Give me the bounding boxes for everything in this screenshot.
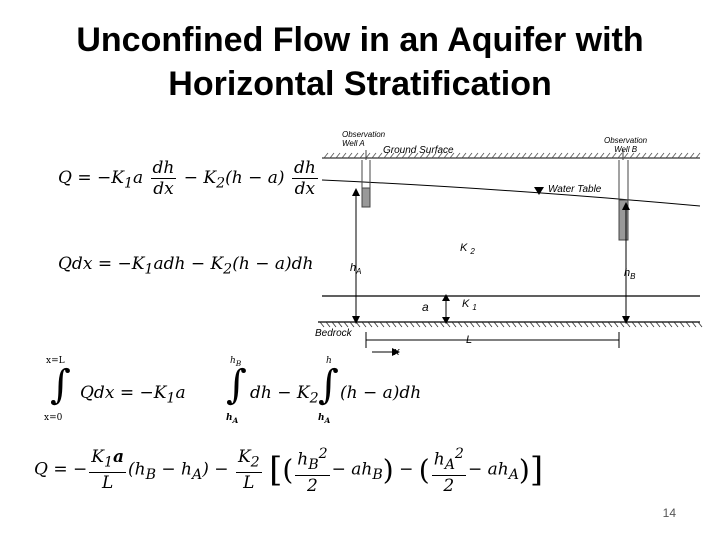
equation-3: x=L ∫ x=0 Qdx = −K1a hB ∫ hA dh − K2 h ∫… <box>44 356 422 425</box>
ha-label: hA <box>350 262 362 277</box>
ha-dimension-line <box>352 188 360 324</box>
title-line-2: Horizontal Stratification <box>168 65 552 103</box>
bedrock-hatch <box>319 321 703 328</box>
title-line-1: Unconfined Flow in an Aquifer with <box>76 21 644 59</box>
observation-well-b <box>618 150 629 241</box>
x-label: x <box>394 346 400 358</box>
slide-title: Unconfined Flow in an Aquifer with Horiz… <box>0 18 720 106</box>
k2-label: K 2 <box>460 242 475 257</box>
hb-label: hB <box>624 267 636 282</box>
page-number: 14 <box>662 506 676 520</box>
water-table-label: Water Table <box>548 184 602 195</box>
ground-surface-label: Ground Surface <box>383 145 454 156</box>
a-label: a <box>422 300 429 314</box>
observation-well-a <box>361 150 371 208</box>
hb-dimension-line <box>622 202 630 324</box>
equation-2: Qdx = −K1adh − K2(h − a)dh <box>58 254 314 278</box>
k1-label: K 1 <box>462 298 477 313</box>
ground-surface-hatch <box>323 152 701 159</box>
water-table-marker-icon <box>534 187 544 195</box>
bedrock-label: Bedrock <box>315 328 352 339</box>
l-label: L <box>466 334 473 346</box>
x-arrow <box>372 348 400 356</box>
observation-well-a-label: Observation Well A <box>342 130 386 148</box>
observation-well-b-label: Observation Well B <box>604 136 648 154</box>
water-table-curve <box>321 179 701 207</box>
a-dimension-line <box>442 294 450 324</box>
l-dimension-line <box>365 332 620 348</box>
